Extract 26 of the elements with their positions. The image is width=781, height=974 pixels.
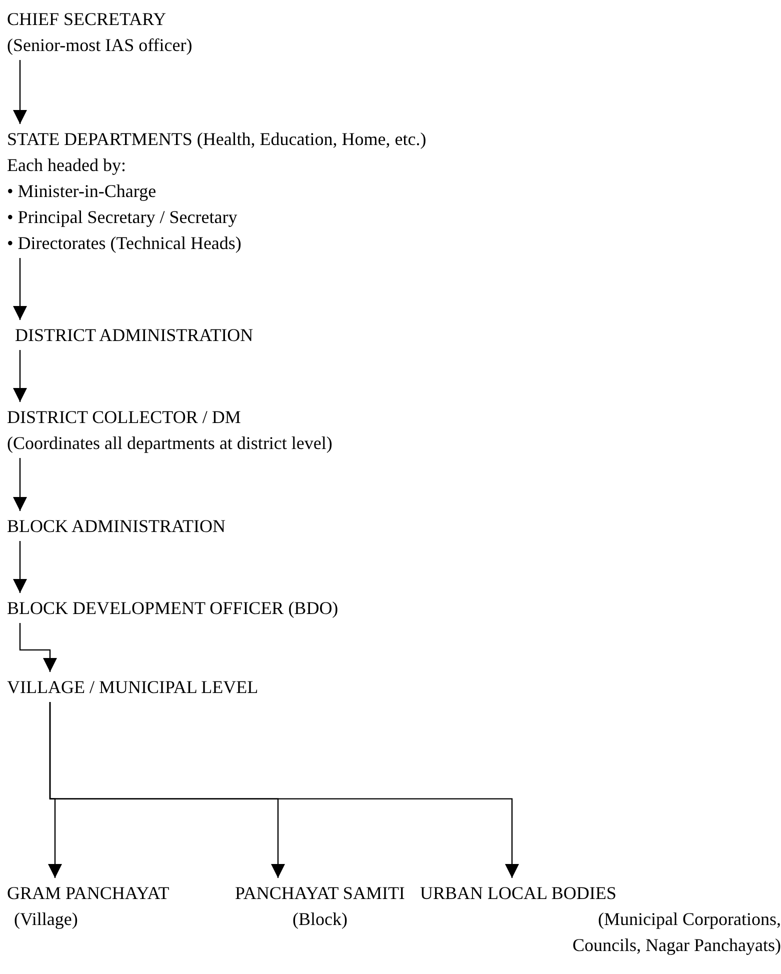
node-text: (Municipal Corporations, Councils, Nagar Panchayats)	[572, 908, 781, 957]
node-heading: STATE DEPARTMENTS (Health, Education, Home, etc.)	[7, 128, 426, 151]
node-heading: BLOCK ADMINISTRATION	[7, 515, 226, 538]
arrow	[49, 702, 519, 878]
node-heading: DISTRICT COLLECTOR / DM	[7, 406, 242, 429]
node-heading: CHIEF SECRETARY	[7, 8, 168, 31]
node-text: (Senior-most IAS officer)	[7, 34, 192, 57]
node-text: • Directorates (Technical Heads)	[7, 232, 242, 255]
node-heading: DISTRICT ADMINISTRATION	[15, 324, 254, 347]
node-heading: PANCHAYAT SAMITI	[234, 882, 406, 905]
node-text: • Minister-in-Charge	[7, 180, 158, 203]
arrow	[13, 458, 27, 511]
node-heading: VILLAGE / MUNICIPAL LEVEL	[7, 676, 258, 699]
node-text: • Principal Secretary / Secretary	[7, 206, 238, 229]
arrow	[13, 350, 27, 402]
node-heading: URBAN LOCAL BODIES	[420, 882, 618, 905]
node-text: (Block)	[292, 908, 348, 931]
node-heading: GRAM PANCHAYAT	[7, 882, 170, 905]
node-text: (Coordinates all departments at district level)	[7, 432, 332, 455]
node-text: (Village)	[13, 908, 79, 931]
arrow	[13, 541, 27, 593]
node-heading: BLOCK DEVELOPMENT OFFICER (BDO)	[7, 597, 338, 620]
arrow	[19, 623, 57, 672]
node-text: Each headed by:	[7, 154, 127, 177]
arrow	[13, 258, 27, 320]
arrow	[13, 60, 27, 124]
